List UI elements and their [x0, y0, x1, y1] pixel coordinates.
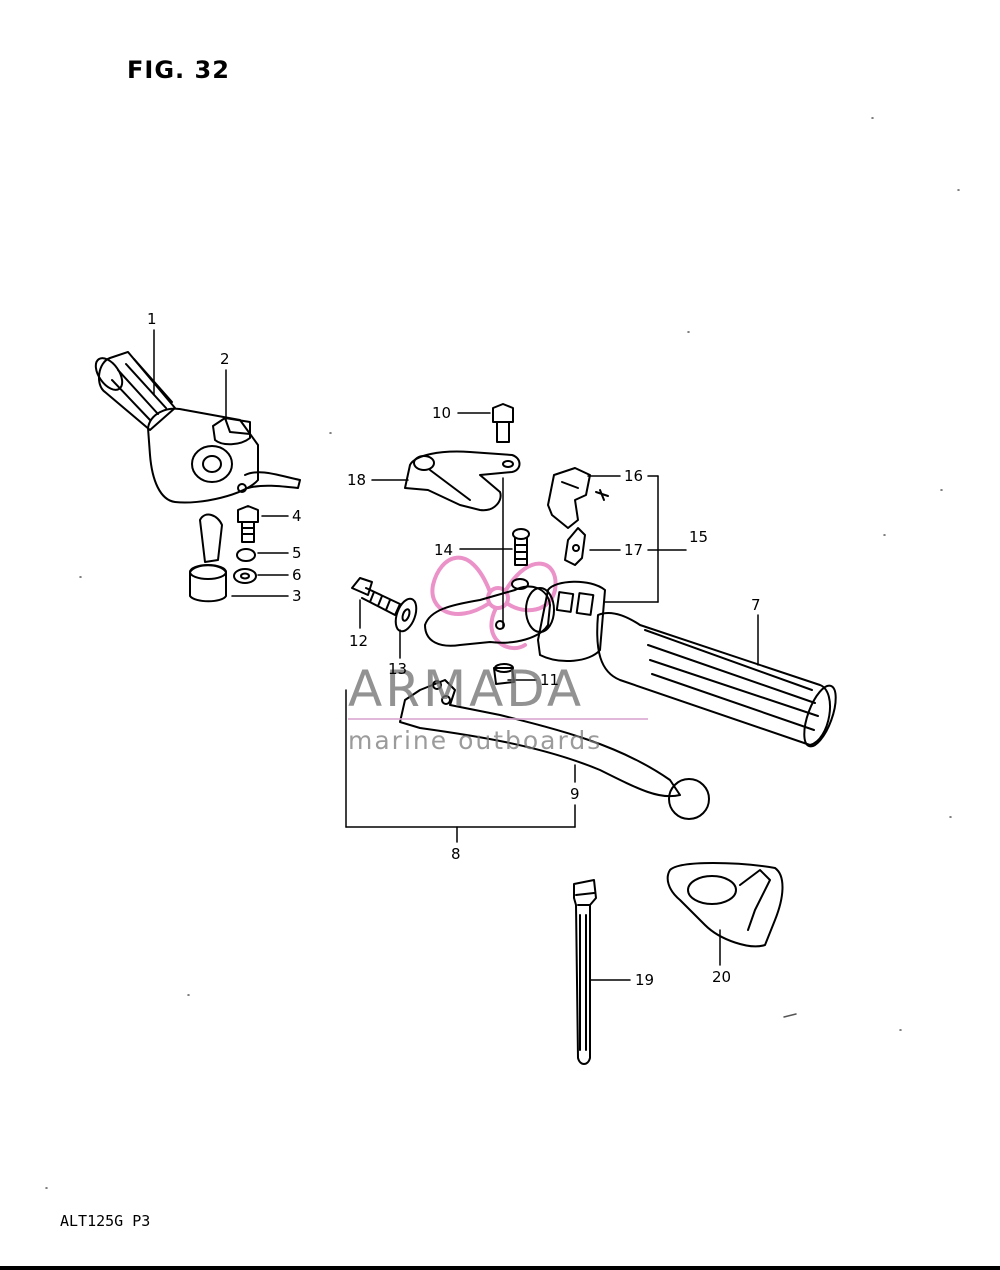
parking-brake-plate-icon	[404, 450, 521, 512]
nut-icon	[493, 663, 515, 685]
thumb-lever-icon	[212, 417, 251, 446]
adjuster-bolt-icon	[351, 577, 401, 616]
callout-19: 19	[635, 971, 655, 989]
switch-clip-icon	[564, 527, 586, 566]
figure-title: FIG. 32	[127, 56, 230, 84]
bolt-icon-10	[492, 403, 514, 443]
callout-2: 2	[220, 350, 230, 368]
callout-9: 9	[570, 785, 580, 803]
callout-1: 1	[147, 310, 157, 328]
callout-6: 6	[292, 566, 302, 584]
callout-4: 4	[292, 507, 302, 525]
callout-3: 3	[292, 587, 302, 605]
screw-icon	[512, 528, 530, 566]
watermark-brand: ARMADA	[348, 660, 585, 718]
callout-14: 14	[434, 541, 454, 559]
leader-lines	[153, 329, 759, 981]
callout-8: 8	[451, 845, 461, 863]
lever-guard-icon	[666, 862, 784, 948]
callout-16: 16	[624, 467, 644, 485]
cable-adjuster-icon	[189, 513, 227, 603]
callout-11: 11	[540, 671, 560, 689]
page-bottom-rule	[0, 1266, 1000, 1270]
choke-lever-icon	[547, 467, 609, 529]
scan-specks	[45, 117, 960, 1189]
watermark-divider	[348, 718, 648, 720]
throttle-grip-icon	[94, 351, 301, 504]
callout-13: 13	[388, 660, 408, 678]
callout-10: 10	[432, 404, 452, 422]
callout-7: 7	[751, 596, 761, 614]
brake-lever-icon	[399, 679, 710, 820]
callout-5: 5	[292, 544, 302, 562]
callout-20: 20	[712, 968, 732, 986]
model-code: ALT125G P3	[60, 1212, 151, 1230]
lock-washer-icon	[236, 548, 256, 562]
washer-icon	[233, 568, 257, 584]
bolt-icon-4	[237, 505, 259, 543]
callout-17: 17	[624, 541, 644, 559]
watermark-tagline: marine outboards	[348, 726, 603, 755]
callout-18: 18	[347, 471, 367, 489]
callout-15: 15	[689, 528, 709, 546]
callout-12: 12	[349, 632, 369, 650]
cable-tie-icon	[573, 879, 597, 1065]
left-grip-icon	[537, 580, 837, 748]
